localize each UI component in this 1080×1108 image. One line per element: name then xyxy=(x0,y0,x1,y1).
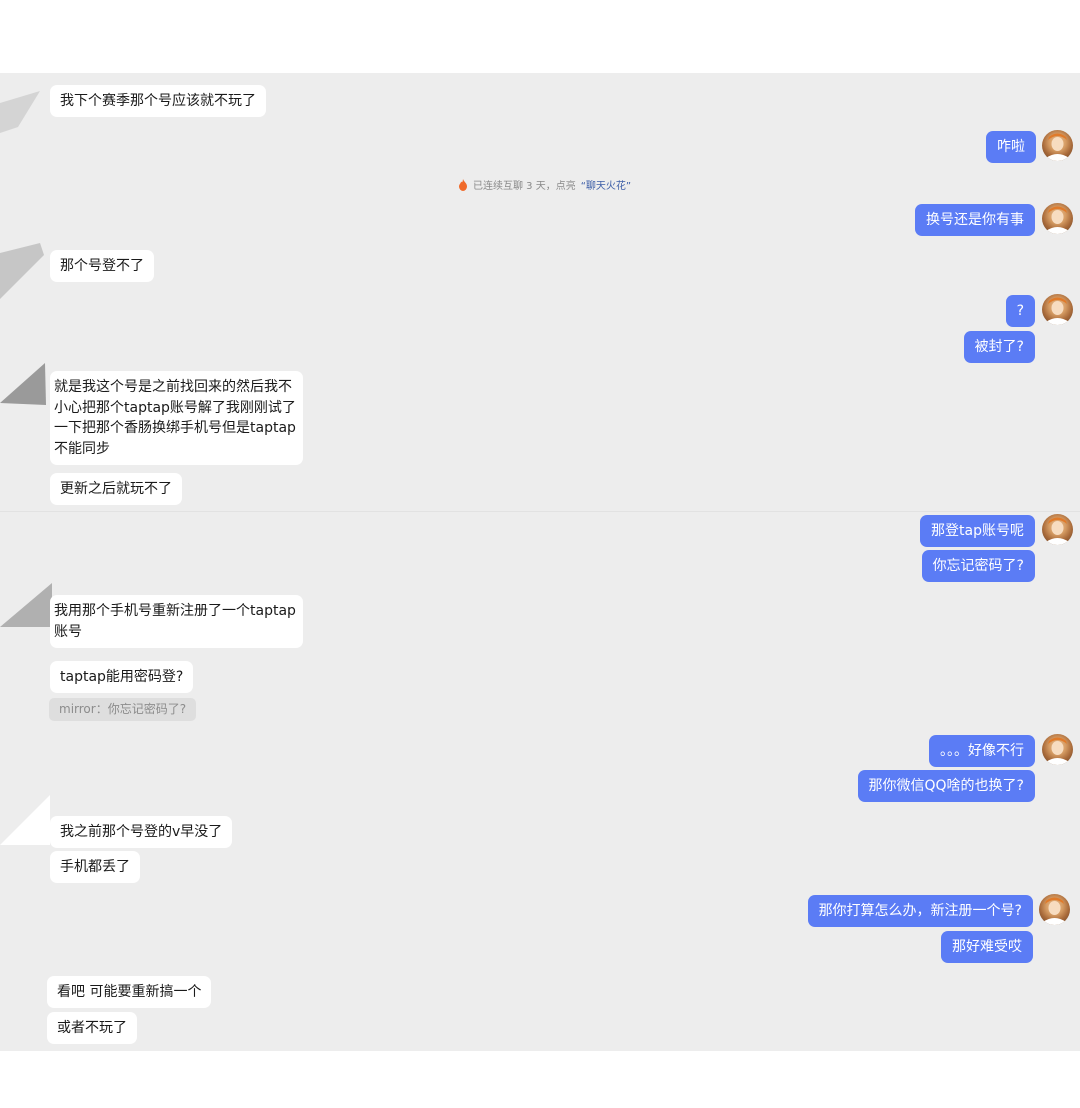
incoming-message[interactable]: 我之前那个号登的v早没了 xyxy=(50,816,233,848)
cropped-avatar-fragment xyxy=(0,363,46,405)
user-avatar[interactable] xyxy=(1042,294,1073,325)
cropped-avatar-fragment xyxy=(0,583,52,627)
user-avatar[interactable] xyxy=(1039,894,1070,925)
outgoing-message[interactable]: 那好难受哎 xyxy=(941,931,1033,963)
chat-spark-notice: 已连续互聊 3 天，点亮 “聊天火花” xyxy=(458,177,631,192)
user-avatar[interactable] xyxy=(1042,130,1073,161)
chat-area[interactable]: 已连续互聊 3 天，点亮 “聊天火花” 我下个赛季那个号应该就不玩了 咋啦 换号… xyxy=(0,73,1080,1051)
bottom-blank-area xyxy=(0,1051,1080,1108)
outgoing-message[interactable]: ? xyxy=(1005,295,1035,327)
quoted-reply[interactable]: mirror：你忘记密码了? xyxy=(49,698,197,721)
incoming-message[interactable]: 那个号登不了 xyxy=(50,250,154,282)
outgoing-message[interactable]: 被封了? xyxy=(963,331,1035,363)
notice-text: 已连续互聊 3 天，点亮 xyxy=(473,181,576,192)
cropped-avatar-fragment xyxy=(0,243,44,299)
incoming-message[interactable]: taptap能用密码登? xyxy=(50,661,194,693)
incoming-message[interactable]: 就是我这个号是之前找回来的然后我不小心把那个taptap账号解了我刚刚试了一下把… xyxy=(50,371,303,465)
user-avatar[interactable] xyxy=(1042,203,1073,234)
incoming-message[interactable]: 看吧 可能要重新搞一个 xyxy=(47,976,212,1008)
outgoing-message[interactable]: 你忘记密码了? xyxy=(921,550,1035,582)
incoming-message[interactable]: 或者不玩了 xyxy=(47,1012,137,1044)
outgoing-message[interactable]: 咋啦 xyxy=(986,131,1036,163)
cropped-avatar-fragment xyxy=(0,91,40,133)
outgoing-message[interactable]: 换号还是你有事 xyxy=(915,204,1035,236)
outgoing-message[interactable]: 那你打算怎么办，新注册一个号? xyxy=(807,895,1033,927)
outgoing-message[interactable]: 。。。好像不行 xyxy=(929,735,1035,767)
cropped-avatar-fragment xyxy=(0,795,50,845)
outgoing-message[interactable]: 那你微信QQ啥的也换了? xyxy=(857,770,1035,802)
outgoing-message[interactable]: 那登tap账号呢 xyxy=(920,515,1035,547)
user-avatar[interactable] xyxy=(1042,514,1073,545)
chat-spark-link[interactable]: “聊天火花” xyxy=(580,181,632,192)
incoming-message[interactable]: 更新之后就玩不了 xyxy=(50,473,182,505)
divider xyxy=(0,511,1080,512)
incoming-message[interactable]: 我用那个手机号重新注册了一个taptap账号 xyxy=(50,595,303,648)
incoming-message[interactable]: 手机都丢了 xyxy=(50,851,140,883)
user-avatar[interactable] xyxy=(1042,734,1073,765)
incoming-message[interactable]: 我下个赛季那个号应该就不玩了 xyxy=(50,85,266,117)
fire-icon xyxy=(459,178,467,191)
